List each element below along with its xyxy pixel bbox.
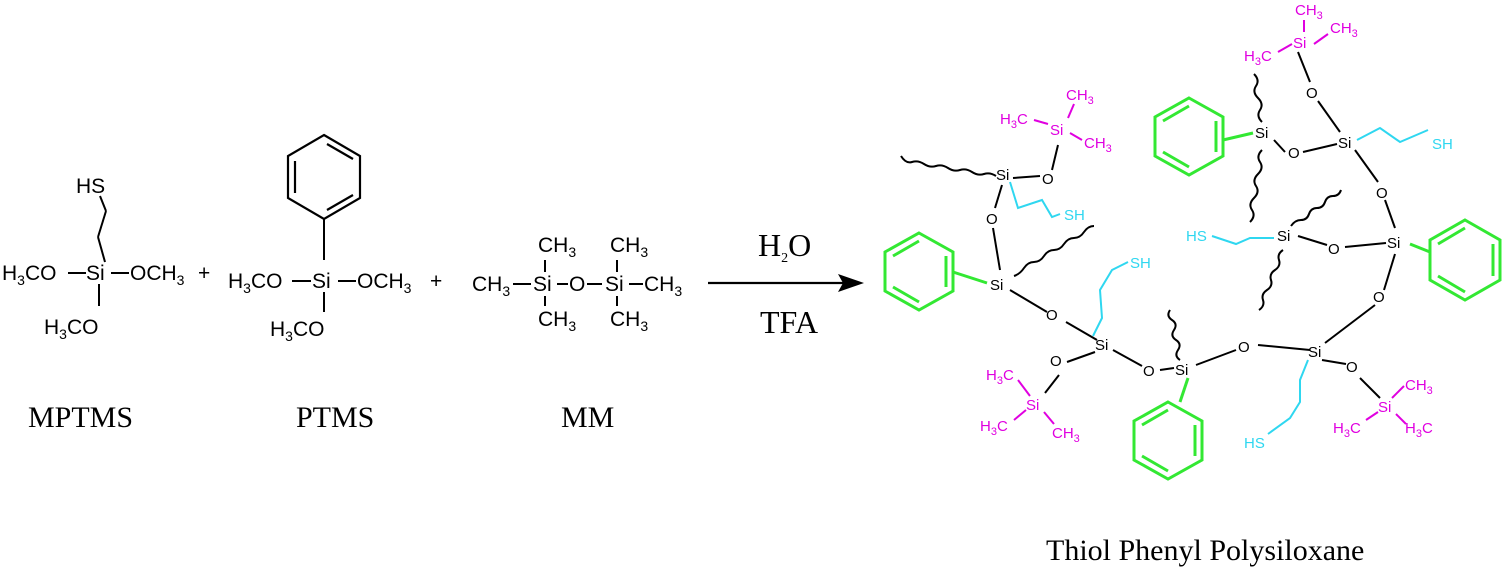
tms4-h3c-right: H3C — [1405, 420, 1433, 440]
product-backbone-bonds — [992, 51, 1396, 399]
ptms-phenyl-ring — [286, 133, 362, 221]
product-o-4: O — [1328, 241, 1340, 258]
product-si-8: Si — [990, 277, 1003, 294]
product-o-9: O — [1050, 353, 1062, 370]
phenyl-ring-bottom — [1132, 400, 1204, 481]
tms2-ch3-top: CH3 — [1066, 87, 1094, 107]
ptms-silicon: Si — [312, 270, 331, 293]
product-si-6: Si — [1175, 362, 1188, 379]
product-structure: SH SH HS SH HS CH3 Si CH3 H3C CH3 Si H3C — [883, 2, 1502, 481]
ptms-caption: PTMS — [296, 401, 374, 434]
phenyl-ring-top — [1153, 96, 1225, 177]
mm-caption: MM — [561, 401, 614, 434]
tms2-h3c-left: H3C — [1000, 111, 1028, 131]
product-o-5: O — [1373, 289, 1385, 306]
tms1-ch3-right: CH3 — [1330, 20, 1358, 40]
reaction-arrow: H2O TFA — [708, 227, 864, 340]
mptms-bottom-methoxy: H3CO — [44, 316, 98, 342]
mptms-right-methoxy: OCH3 — [130, 262, 185, 288]
product-si-3: Si — [1387, 235, 1400, 252]
mm-bottom-left-methyl: CH3 — [538, 308, 576, 334]
product-phenyl-rings — [883, 96, 1502, 481]
arrow-catalyst-tfa: TFA — [760, 304, 818, 340]
thiol-label-4: SH — [1130, 255, 1151, 272]
tms2-ch3-right: CH3 — [1084, 135, 1112, 155]
ptms-left-methoxy: H3CO — [228, 270, 282, 296]
tms1-ch3-top: CH3 — [1295, 2, 1323, 22]
product-si-1: Si — [1338, 135, 1351, 152]
tms1-silicon: Si — [1293, 35, 1306, 52]
mm-top-right-methyl: CH3 — [610, 234, 648, 260]
mptms-silicon: Si — [86, 262, 105, 285]
mm-structure: CH3 CH3 CH3 Si O Si CH3 CH3 CH3 — [472, 234, 682, 334]
phenyl-ring-left — [883, 231, 955, 312]
mptms-structure: HS H3CO Si OCH3 + H3CO — [2, 175, 210, 342]
mm-bottom-right-methyl: CH3 — [610, 308, 648, 334]
thiol-label-1: SH — [1432, 136, 1453, 153]
product-o-2: O — [1288, 145, 1300, 162]
mm-right-methyl: CH3 — [644, 273, 682, 299]
ptms-structure: H3CO Si OCH3 + H3CO — [228, 133, 442, 344]
arrow-reagent-water: H2O — [758, 227, 811, 266]
product-o-11: O — [986, 211, 998, 228]
product-o-1: O — [1306, 85, 1318, 102]
product-thiol-chains: SH SH HS SH HS — [1009, 126, 1453, 452]
product-o-6: O — [1346, 359, 1358, 376]
mm-left-methyl: CH3 — [472, 273, 510, 299]
product-tms-groups: CH3 Si CH3 H3C CH3 Si H3C CH3 H3C Si H3C… — [980, 2, 1433, 445]
product-backbone-atoms: O Si Si O O Si O Si O Si O O Si O Si O O… — [986, 85, 1400, 380]
product-si-7: Si — [1095, 337, 1108, 354]
tms1-h3c-left: H3C — [1244, 48, 1272, 68]
mm-top-left-methyl: CH3 — [538, 234, 576, 260]
thiol-label-2: SH — [1064, 207, 1085, 224]
product-o-8: O — [1143, 363, 1155, 380]
product-si-9: Si — [996, 167, 1009, 184]
mptms-plus: + — [198, 262, 210, 285]
tms4-ch3-top: CH3 — [1405, 377, 1433, 397]
thiol-label-3: HS — [1186, 228, 1207, 245]
mptms-caption: MPTMS — [28, 401, 133, 434]
tms3-h3c-top: H3C — [986, 367, 1014, 387]
product-caption: Thiol Phenyl Polysiloxane — [1046, 534, 1364, 567]
product-o-12: O — [1042, 171, 1054, 188]
mptms-thiol-label: HS — [76, 175, 105, 198]
mm-left-silicon: Si — [533, 273, 552, 296]
ptms-bottom-methoxy: H3CO — [270, 318, 324, 344]
mptms-left-methoxy: H3CO — [2, 262, 56, 288]
product-wavy-bonds — [900, 73, 1342, 361]
mm-oxygen: O — [569, 273, 585, 296]
product-si-5: Si — [1308, 344, 1321, 361]
tms3-h3c-bottom: H3C — [980, 418, 1008, 438]
tms4-h3c-left: H3C — [1333, 420, 1361, 440]
tms4-silicon: Si — [1378, 399, 1391, 416]
mm-right-silicon: Si — [605, 273, 624, 296]
ptms-plus: + — [430, 270, 442, 293]
product-o-7: O — [1238, 339, 1250, 356]
thiol-label-5: HS — [1244, 435, 1265, 452]
product-o-3: O — [1376, 185, 1388, 202]
product-o-10: O — [1046, 307, 1058, 324]
product-si-2: Si — [1255, 125, 1268, 142]
product-si-4: Si — [1277, 228, 1290, 245]
tms2-silicon: Si — [1050, 122, 1063, 139]
tms3-ch3-bottom: CH3 — [1052, 425, 1080, 445]
phenyl-ring-right — [1428, 218, 1502, 302]
tms3-silicon: Si — [1026, 397, 1039, 414]
arrow-head — [838, 274, 864, 292]
ptms-right-methoxy: OCH3 — [357, 270, 412, 296]
